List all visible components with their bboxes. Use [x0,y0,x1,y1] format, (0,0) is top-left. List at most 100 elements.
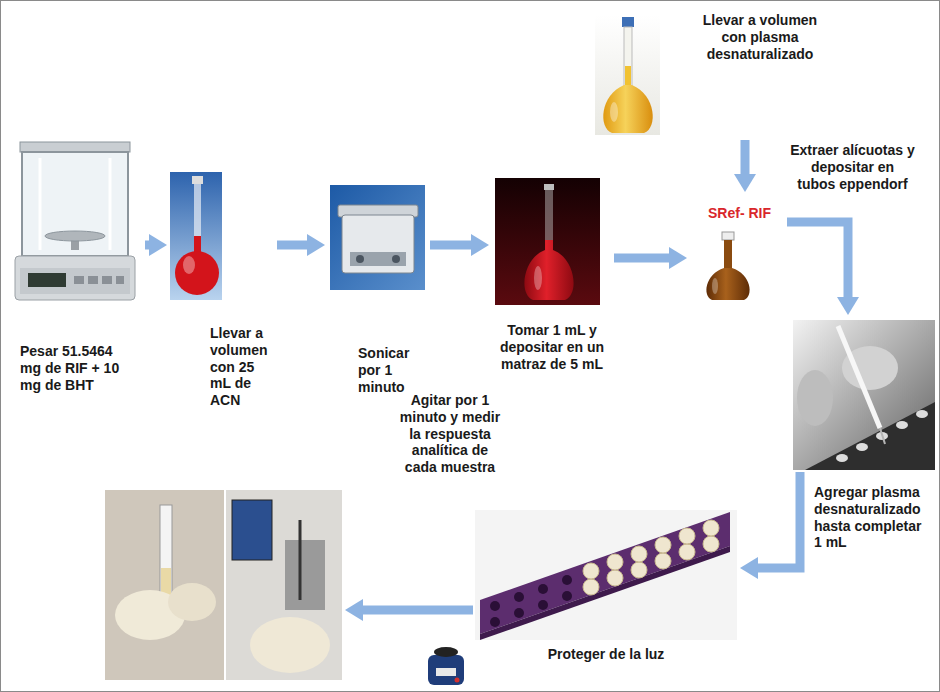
step-caption: Tomar 1 mL y depositar en un matraz de 5… [497,322,607,372]
balance-illustration [102,276,112,284]
sample-handling-photo [168,583,216,621]
step-caption: Pesar 51.5464 mg de RIF + 10 mg de BHT [20,343,128,393]
tube-rack-photo [607,570,623,586]
red-flask-dark-photo [544,184,554,190]
sample-handling-photo [299,520,302,600]
tube-rack-photo [703,520,719,536]
tube-rack-photo [490,601,500,611]
sonicator-photo [330,185,425,290]
tube-rack-photo [538,584,548,594]
pipetting-photo [793,320,935,470]
vortex-mixer [428,647,464,685]
pipetting-photo [797,370,833,426]
yellow-flask-photo [624,27,632,87]
flow-arrow [787,222,848,297]
tube-rack-photo [679,544,695,560]
tube-rack-photo [480,512,730,634]
amber-flask-photo [706,268,749,300]
yellow-flask-photo [595,15,660,135]
tube-rack-photo [655,537,671,553]
pipetting-photo [916,410,928,418]
sample-handling-photo [225,490,342,680]
flow-arrow [758,472,800,568]
sonicator-photo [356,255,364,263]
red-flask-photo [170,172,222,300]
flow-arrow [741,140,750,174]
pipetting-photo [838,326,880,428]
sample-handling-photo [250,617,330,673]
vortex-mixer [436,668,456,676]
tube-rack-photo [475,510,737,640]
yellow-flask-photo [610,102,618,122]
red-flask-dark-photo [524,240,573,300]
red-flask-photo [192,176,203,184]
amber-flask-photo [712,278,718,294]
tube-rack-photo [631,546,647,562]
balance-illustration [28,273,66,287]
tube-rack-photo [514,592,524,602]
step-node: Sonicar por 1 minuto [328,183,428,403]
sonicator-photo [330,185,425,290]
tube-rack-photo [583,579,599,595]
step-caption: Llevar a volumen con plasma desnaturaliz… [700,12,820,62]
step-node: SRef- RIF [690,195,785,307]
red-flask-photo [183,256,195,274]
step-node: Llevar a volumen con plasma desnaturaliz… [590,8,830,138]
pipetting-photo [836,454,848,462]
flow-arrow [614,254,669,263]
balance-illustration [109,158,112,250]
step-caption: Sonicar por 1 minuto [358,345,422,395]
tube-rack-photo [562,575,572,585]
step-node: Llevar a volumen con 25 mL de ACN [170,170,275,425]
yellow-flask-photo [625,66,631,86]
pipetting-photo [793,320,935,470]
step-note: Agitar por 1 minuto y medir la respuesta… [396,392,504,476]
step-node: Pesar 51.5464 mg de RIF + 10 mg de BHT [15,138,143,400]
tube-rack-photo [703,536,719,552]
sample-handling-photo [285,540,325,610]
tube-rack-photo [607,554,623,570]
red-flask-dark-photo [534,266,542,290]
vortex-mixer [455,678,460,683]
red-flask-dark-photo [495,178,600,305]
red-flask-photo [170,172,222,300]
balance-illustration [88,276,98,284]
step-note: Extraer alícuotas y depositar en tubos e… [790,142,915,192]
pipetting-photo [880,428,885,444]
flow-arrow [277,241,307,250]
balance-illustration [22,152,128,256]
tube-rack-photo [538,600,548,610]
tube-rack-photo [514,608,524,618]
balance-illustration [20,268,130,294]
balance-illustration [15,256,135,300]
balance-illustration [15,142,135,300]
amber-flask-photo [724,240,732,270]
balance-illustration [20,142,130,152]
flow-arrow [145,241,149,250]
amber-flask-photo [706,232,749,300]
tube-rack-photo [490,617,500,627]
tube-rack-photo [679,528,695,544]
sample-handling-photo [105,490,342,680]
step-caption: SRef- RIF [708,205,778,222]
vortex-mixer [434,647,458,657]
step-caption: Proteger de la luz [475,646,737,663]
pipetting-photo [896,421,908,429]
balance-illustration [116,276,124,284]
sonicator-photo [392,255,400,263]
step-node: Proteger de la luz [475,508,737,668]
flow-arrow [430,241,471,250]
yellow-flask-photo [622,17,634,27]
balance-illustration [39,158,42,250]
tube-rack-photo [655,553,671,569]
tube-rack-photo [562,591,572,601]
pipetting-photo [856,443,868,451]
balance-illustration [74,276,84,284]
balance-illustration [45,231,105,241]
step-caption: Llevar a volumen con 25 mL de ACN [210,325,272,409]
